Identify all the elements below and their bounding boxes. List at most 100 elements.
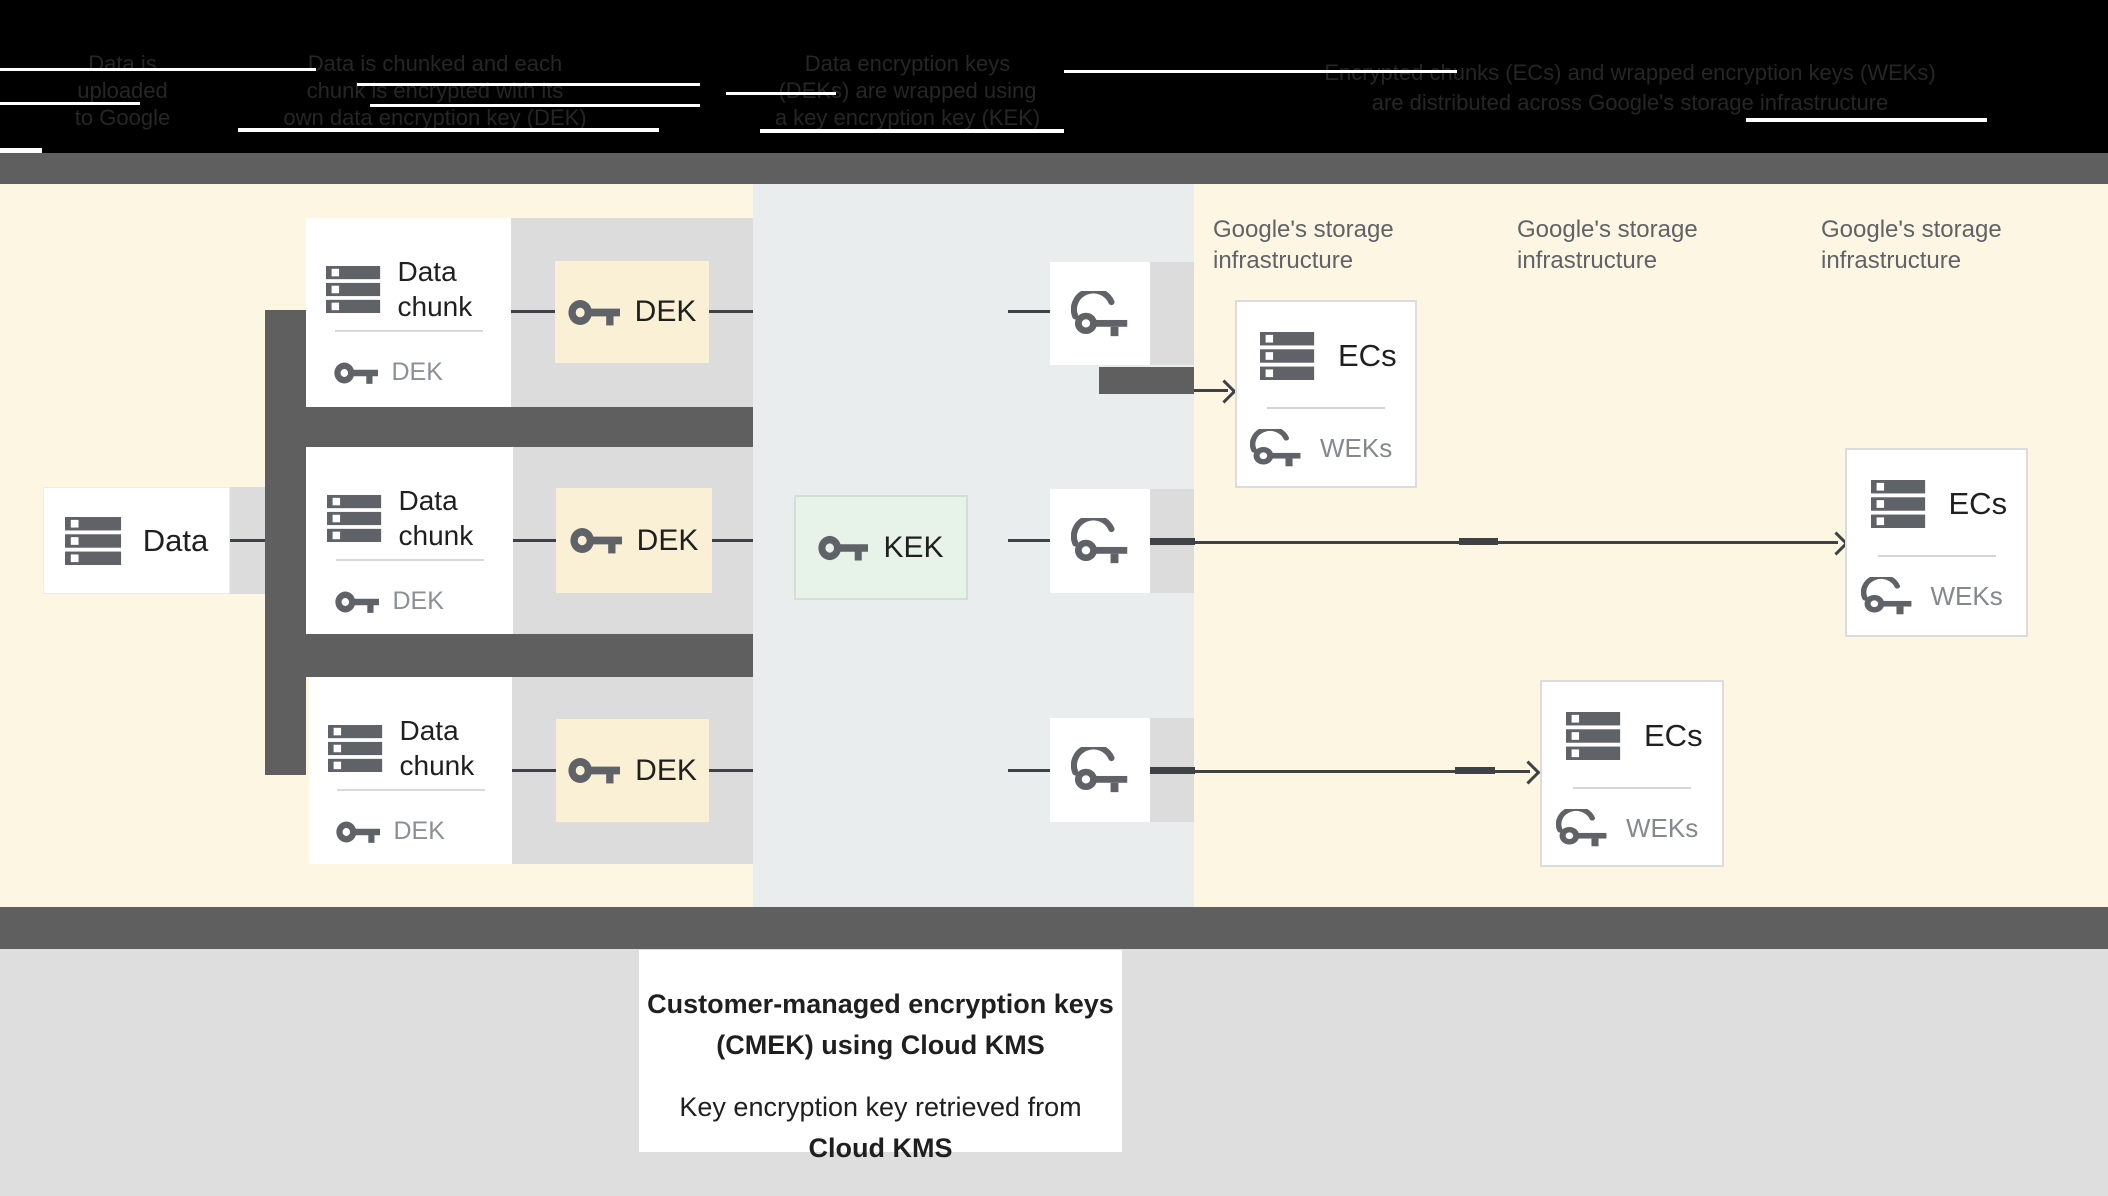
wrapped-key-icon (1071, 518, 1129, 564)
server-stack-icon (64, 516, 123, 565)
header-step-text: to Google (74, 105, 171, 130)
storage-label-text: Google's storage (1213, 216, 1394, 243)
data-chunk-card: Data chunk DEK (306, 447, 513, 634)
server-stack-icon (1870, 480, 1927, 528)
key-icon (334, 589, 379, 615)
connector-line (511, 310, 555, 313)
card-divider (334, 330, 483, 332)
ecs-card-label: ECs (1338, 338, 1397, 373)
card-divider (1573, 787, 1691, 789)
header-step-text: Data encryption keys (804, 51, 1011, 76)
connector-line (230, 539, 265, 542)
header-step-4: Encrypted chunks (ECs) and wrapped encry… (1295, 58, 1965, 118)
key-icon (333, 360, 378, 386)
dek-box: DEK (555, 261, 709, 363)
data-chunk-card: Data chunk DEK (306, 218, 511, 407)
card-divider (1877, 555, 1996, 557)
connector-line (513, 539, 556, 542)
chunk-trunk (265, 310, 306, 775)
key-icon (818, 533, 869, 563)
bottom-gray-band (0, 907, 2108, 949)
chunk-key-label: DEK (393, 817, 445, 845)
arrow-thick-seg (1150, 767, 1195, 774)
caption-line: Key encryption key retrieved from (679, 1092, 1082, 1122)
server-stack-icon (325, 265, 382, 313)
storage-label: Google's storage infrastructure (1821, 214, 2108, 276)
storage-label-text: Google's storage (1821, 216, 2002, 243)
header-artifact (1064, 70, 1457, 73)
kek-box: KEK (794, 495, 968, 600)
wek-label: WEKs (1626, 812, 1699, 843)
ecs-card: ECs WEKs (1235, 300, 1417, 488)
header-artifact (0, 148, 42, 156)
chunk-card-title: Data chunk (399, 715, 475, 781)
header-artifact (357, 83, 700, 86)
ecs-card-label: ECs (1948, 486, 2008, 521)
caption-box: Customer-managed encryption keys (CMEK) … (639, 950, 1122, 1163)
header-step-text: a key encryption key (KEK) (774, 105, 1041, 130)
caption-line: Cloud KMS (808, 1133, 953, 1163)
header-step-text: Encrypted chunks (ECs) and wrapped encry… (1324, 60, 1936, 85)
arrow-line-row1 (1194, 389, 1228, 392)
wrapped-key-icon (1250, 429, 1302, 467)
storage-label-text: infrastructure (1821, 247, 1962, 274)
header-step-text: chunk is encrypted with its (306, 78, 564, 103)
card-divider (335, 559, 484, 561)
header-artifact (370, 104, 700, 107)
storage-label-text: infrastructure (1213, 247, 1354, 274)
header-step-3: Data encryption keys (DEKs) are wrapped … (745, 50, 1070, 131)
dek-box: DEK (556, 488, 712, 593)
chunk-gap-band-2 (265, 634, 753, 677)
header-step-text: uploaded (77, 78, 168, 103)
data-box: Data (43, 487, 230, 594)
header-step-1: Data is uploaded to Google (20, 50, 225, 131)
header-step-text: are distributed across Google's storage … (1371, 90, 1889, 115)
wrapped-key-icon (1860, 577, 1913, 615)
header-artifact (0, 68, 316, 71)
connector-line (1008, 769, 1050, 772)
wrapped-key-icon (1071, 747, 1129, 793)
storage-label: Google's storage infrastructure (1213, 214, 1513, 276)
server-stack-icon (326, 494, 383, 542)
header-step-text: Data is (88, 51, 157, 76)
connector-line (512, 769, 556, 772)
header-artifact (0, 102, 140, 105)
dek-box-label: DEK (636, 523, 699, 557)
ecs-card: ECs WEKs (1540, 680, 1724, 867)
connector-line (709, 769, 753, 772)
top-gray-band (0, 153, 2108, 184)
header-band (0, 0, 2108, 153)
storage-label-text: Google's storage (1517, 216, 1698, 243)
chunk-key-label: DEK (391, 358, 443, 386)
data-box-label: Data (142, 522, 209, 558)
key-icon (570, 525, 622, 556)
caption-line: Customer-managed encryption keys (647, 989, 1114, 1019)
key-icon (568, 297, 620, 328)
wrapped-key-icon (1071, 290, 1129, 337)
card-divider (1267, 407, 1385, 409)
chunk-key-label: DEK (392, 587, 444, 615)
dek-box: DEK (556, 719, 709, 822)
header-step-text: (DEKs) are wrapped using (778, 78, 1037, 103)
header-artifact (726, 92, 836, 95)
chunk-card-title: Data chunk (398, 485, 474, 551)
storage-label-text: infrastructure (1517, 247, 1658, 274)
ecs-card-label: ECs (1644, 718, 1703, 753)
ec-flow-bar (1099, 367, 1194, 394)
arrow-line-row3 (1150, 770, 1530, 773)
connector-line (1008, 310, 1050, 313)
wrapped-key-card (1050, 718, 1150, 822)
header-step-2: Data is chunked and each chunk is encryp… (270, 50, 600, 131)
wrapped-key-card (1050, 262, 1150, 365)
header-step-text: Data is chunked and each (307, 51, 563, 76)
connector-line (709, 310, 753, 313)
storage-label: Google's storage infrastructure (1517, 214, 1817, 276)
connector-line (1008, 539, 1050, 542)
chunk-gap-band-1 (265, 407, 753, 447)
arrow-thick-seg (1455, 767, 1495, 774)
key-icon (335, 819, 380, 845)
dek-box-label: DEK (634, 295, 697, 328)
header-artifact (238, 128, 659, 132)
chunk-card-title: Data chunk (397, 256, 473, 322)
